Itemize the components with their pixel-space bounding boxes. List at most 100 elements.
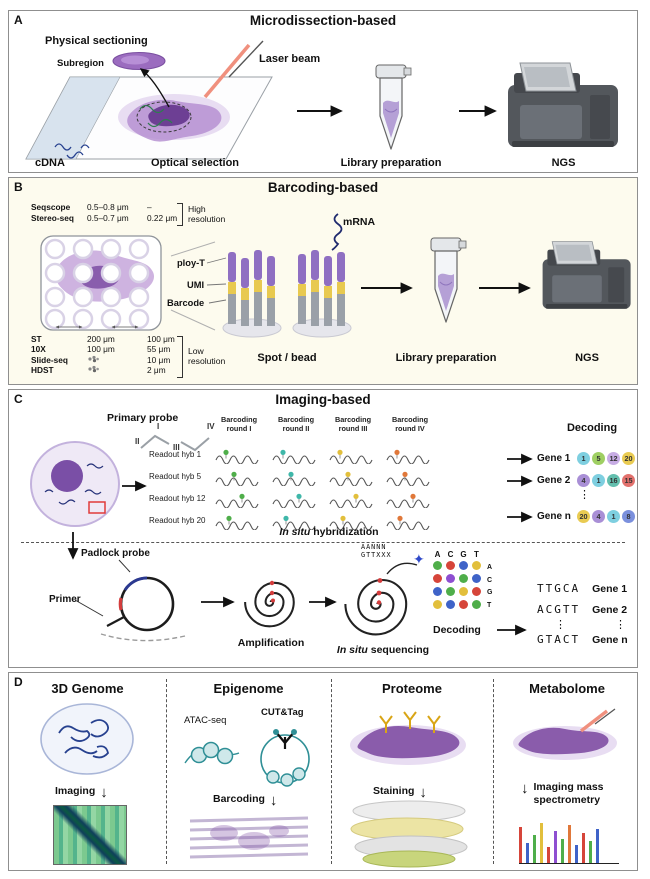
- down-arrow-icon: ↓: [269, 792, 278, 809]
- padlock-probe-illustration: [100, 576, 186, 642]
- high-resolution-bracket: [177, 203, 183, 226]
- staining-step-label: Staining: [373, 785, 415, 797]
- gene-code: 20: [577, 510, 590, 523]
- table-cell: 100 μm: [87, 344, 115, 355]
- mrna-squiggle-icon: [331, 213, 343, 251]
- staining-step: Staining ↓: [373, 785, 427, 800]
- sequencer-illustration: [542, 241, 631, 309]
- panel-d-label: D: [14, 675, 23, 689]
- barcoding-step-label: Barcoding: [213, 793, 265, 805]
- hybridization-signal-icon: [272, 471, 316, 486]
- gene-row: Gene n 20 4 1 8: [537, 510, 635, 523]
- seq-top: AANNN: [361, 543, 387, 551]
- stained-sections-illustration: [350, 800, 468, 868]
- hybridization-signal-icon: [329, 449, 373, 464]
- panel-microdissection: A Microdissection-based Physical section…: [8, 10, 638, 173]
- panel-multiomics: D 3D Genome Imaging ↓ Epigenome ATAC-seq…: [8, 672, 638, 871]
- table-cell: ST: [31, 334, 42, 344]
- spectrum-peak: [540, 823, 543, 863]
- read-gene: Gene 1: [592, 582, 628, 595]
- base-call-dot: [472, 574, 481, 583]
- round-header: Barcoding round II: [277, 415, 315, 433]
- gene-code: 8: [622, 510, 635, 523]
- decode-matrix: A C G T A C G T: [431, 550, 492, 609]
- table-cell: HDST: [31, 365, 54, 376]
- panel-b-title: Barcoding-based: [267, 180, 379, 195]
- hybridization-signal-icon: [272, 449, 316, 464]
- genome-nucleus-illustration: [40, 703, 134, 775]
- spectrum-peak: [568, 825, 571, 863]
- library-preparation-label: Library preparation: [340, 157, 442, 169]
- base-call-dot: [446, 600, 455, 609]
- panel-b-label: B: [14, 180, 23, 194]
- matrix-header: A C G T: [431, 550, 483, 559]
- ngs-label: NGS: [575, 352, 599, 364]
- readout-label: Readout hyb 5: [149, 472, 202, 481]
- hybridization-signal-icon: [386, 471, 430, 486]
- panel-c-label: C: [14, 392, 23, 406]
- mass-spectrum-chart: [519, 819, 619, 864]
- column-divider: [166, 679, 167, 864]
- panel-a-title: Microdissection-based: [249, 13, 397, 28]
- primer-label: Primer: [49, 594, 81, 605]
- base-call-dot: [433, 600, 442, 609]
- panel-c-title: Imaging-based: [275, 392, 371, 407]
- table-cell: 0.22 μm: [147, 212, 178, 223]
- gene-ellipsis: ⋮: [579, 489, 590, 501]
- gene-code: 4: [592, 510, 605, 523]
- hybridization-signal-icon: [215, 471, 259, 486]
- gene-name: Gene 2: [537, 475, 571, 486]
- gene-code: 1: [607, 510, 620, 523]
- bead-cluster-icon: [87, 355, 143, 365]
- base-call-dot: [446, 574, 455, 583]
- spot-bead-illustration: [222, 250, 282, 338]
- spectrum-peak: [533, 835, 536, 863]
- gene-code: 5: [592, 452, 605, 465]
- base-call-dot: [459, 600, 468, 609]
- table-cell: 55 μm: [147, 344, 171, 355]
- round-header: Barcoding round I: [220, 415, 258, 433]
- barcoded-slide-illustration: [189, 816, 309, 859]
- primary-probe-icon: I II III IV: [131, 422, 223, 456]
- spectrum-peak: [526, 843, 529, 863]
- matrix-header-letter: T: [474, 550, 479, 559]
- probe-numeral: III: [173, 443, 180, 452]
- atac-seq-label: ATAC-seq: [184, 715, 227, 726]
- base-call-dot: [446, 587, 455, 596]
- cell-illustration: [30, 441, 120, 527]
- gene-code: 1: [577, 452, 590, 465]
- table-cell: 10 μm: [147, 354, 171, 365]
- amplification-spiral-illustration: [244, 580, 295, 628]
- spot-bead-label: Spot / bead: [257, 352, 317, 364]
- laser-beam-label: Laser beam: [259, 53, 321, 65]
- gene-code: 1: [592, 474, 605, 487]
- ngs-label: NGS: [551, 157, 576, 169]
- ploy-t-label: ploy-T: [177, 258, 205, 268]
- down-arrow-icon: ↓: [100, 784, 108, 801]
- column-divider: [331, 679, 332, 864]
- hybridization-text: hybridization: [310, 526, 379, 538]
- read-gene: Gene n: [592, 633, 628, 646]
- spectrum-peak: [561, 839, 564, 863]
- hybridization-signal-icon: [215, 515, 259, 530]
- antibody-stained-tissue-illustration: [350, 711, 466, 765]
- spectrum-peak: [519, 827, 522, 863]
- tube-illustration: [375, 64, 412, 150]
- subregion-label: Subregion: [57, 58, 104, 69]
- base-call-dot: [459, 561, 468, 570]
- down-arrow-icon: ↓: [419, 784, 427, 801]
- matrix-side-letter: T: [487, 601, 492, 609]
- matrix-header-letter: C: [447, 550, 454, 559]
- round-header: Barcoding round III: [334, 415, 372, 433]
- hybridization-signal-icon: [329, 493, 373, 508]
- hybridization-signal-icon: [329, 471, 373, 486]
- atac-seq-icon: [184, 741, 240, 765]
- table-cell: 2 μm: [147, 365, 166, 376]
- imaging-step-label: Imaging: [55, 785, 96, 797]
- read-sequence: GTACT: [537, 633, 581, 646]
- matrix-side-letter: A: [487, 564, 493, 571]
- readout-label: Readout hyb 1: [149, 450, 202, 459]
- hic-heatmap: [53, 805, 127, 865]
- in-situ-sequencing-label: In situ sequencing: [327, 644, 439, 656]
